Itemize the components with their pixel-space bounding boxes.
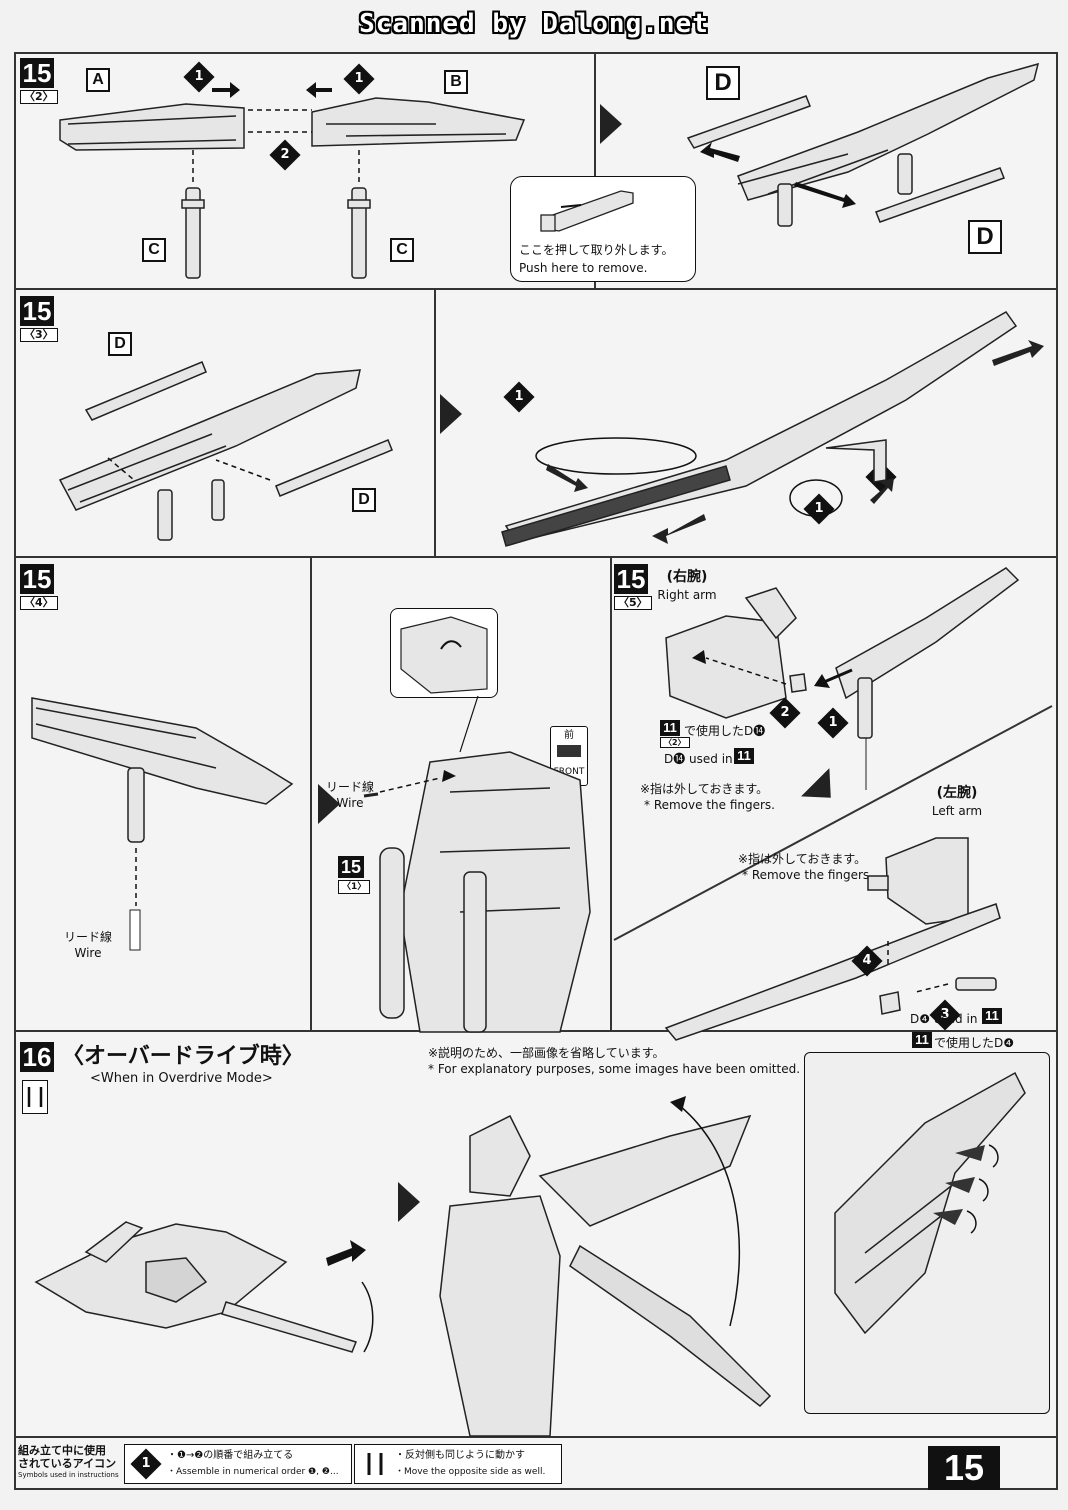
rifle-extension-illustration [501, 311, 1044, 547]
remove-fingers-jp: ※指は外しておきます。 [738, 852, 867, 866]
order-1-marker: 1 [130, 1448, 162, 1480]
panel-step-15-4-5: 15 〈4〉 リード線 Wire 前 [16, 558, 1056, 1050]
overdrive-title-en: <When in Overdrive Mode> [90, 1071, 273, 1086]
front-arrow-icon [557, 745, 581, 757]
panel-step-15-2: 15 〈2〉 A B C C 1 1 2 [16, 54, 1056, 290]
wire-label-jp: リード線 [325, 780, 374, 794]
ref-step-11-sub: 〈2〉 [660, 737, 690, 748]
legend-order: 1 ・❶→❷の順番で組み立てる ・Assemble in numerical o… [124, 1444, 352, 1484]
left-arm-illustration [664, 837, 1001, 1041]
used-d4-jp: で使用したD❹ [934, 1036, 1014, 1050]
step-sub: 〈2〉 [20, 90, 58, 104]
divider [610, 558, 612, 1032]
part-label-d: D [352, 488, 376, 512]
mecha-overdrive-illustration [439, 1096, 772, 1437]
step-number: 15 [20, 564, 54, 594]
overdrive-wing-illustration [34, 1221, 374, 1353]
wing-detail-illustration [834, 1071, 1026, 1335]
right-arm-label-en: Right arm [657, 588, 717, 602]
front-label-jp: 前 [564, 730, 574, 741]
opposite-side-symbol [27, 1087, 43, 1107]
panel-step-16: 16 〈オーバードライブ時〉 <When in Overdrive Mode> … [16, 1032, 1056, 1438]
part-label-c: C [142, 238, 166, 262]
right-arm-illustration [665, 567, 1020, 790]
divider [594, 54, 596, 290]
part-label-d: D [108, 332, 132, 356]
page-number: 15 [928, 1446, 1000, 1490]
remove-fingers-en: * Remove the fingers. [644, 798, 775, 812]
step-number: 15 [614, 564, 648, 594]
remove-fingers-jp: ※指は外しておきます。 [640, 782, 769, 796]
push-here-text-en: Push here to remove. [519, 261, 648, 275]
step-number: 15 [20, 296, 54, 326]
next-arrow [398, 1182, 420, 1222]
opposite-side-symbol [367, 1453, 383, 1475]
omitted-note-jp: ※説明のため、一部画像を省略しています。 [428, 1046, 665, 1060]
legend-order-jp: ・❶→❷の順番で組み立てる [167, 1450, 294, 1461]
panel-step-15-3: 15 〈3〉 D D 1 1 2 [16, 290, 1056, 558]
legend-title: 組み立て中に使用 されているアイコン Symbols used in instr… [18, 1444, 122, 1484]
wire-label-en: Wire [336, 796, 364, 810]
rifle-side-panels-illustration [58, 361, 393, 541]
rifle-parts-illustration [59, 82, 526, 279]
divider [434, 290, 436, 558]
divider [310, 558, 312, 1032]
legend-title-en: Symbols used in instructions [18, 1471, 119, 1479]
detail-callout [390, 608, 498, 698]
diagonal-divider [613, 705, 1053, 941]
legend-opposite: ・反対側も同じように動かす ・Move the opposite side as… [354, 1444, 562, 1484]
legend-opposite-jp: ・反対側も同じように動かす [395, 1450, 525, 1461]
symbols-legend: 組み立て中に使用 されているアイコン Symbols used in instr… [14, 1440, 562, 1484]
ref-step-11: 11 [912, 1032, 932, 1048]
mecha-body-illustration [363, 695, 591, 1033]
overdrive-title-jp: 〈オーバードライブ時〉 [62, 1044, 304, 1069]
next-arrow [440, 394, 462, 434]
step-sub: 〈5〉 [614, 596, 652, 610]
left-arm-label-jp: (左腕) [936, 785, 978, 801]
ref-step-11: 11 [734, 748, 754, 764]
scan-credit: Scanned by Dalong.net [359, 9, 709, 39]
wire-label-jp: リード線 [63, 930, 112, 944]
used-d14-en: D⓮ used in [664, 752, 733, 766]
step-sub: 〈4〉 [20, 596, 58, 610]
right-arm-label-jp: (右腕) [666, 569, 708, 585]
part-label-d: D [706, 66, 740, 100]
step-number: 15 [20, 58, 54, 88]
next-arrow [600, 104, 622, 144]
push-detail-illustration [540, 190, 634, 232]
push-here-callout: ここを押して取り外します。 Push here to remove. [510, 176, 696, 282]
rifle-assembled-illustration [686, 62, 1040, 227]
rifle-wire-illustration [31, 697, 294, 951]
legend-order-en: ・Assemble in numerical order ❶, ❷... [167, 1467, 339, 1477]
omitted-note-en: * For explanatory purposes, some images … [428, 1062, 801, 1076]
used-d14-jp: で使用したD⓮ [684, 724, 766, 738]
reference-step-sub: 〈1〉 [338, 880, 371, 894]
used-d4-en: D❹ used in [910, 1012, 978, 1026]
step-number: 16 [20, 1042, 54, 1072]
wing-detail-callout [804, 1052, 1050, 1414]
wire-label-en: Wire [74, 946, 102, 960]
part-label-d: D [968, 220, 1002, 254]
reference-step-number: 15 [338, 856, 364, 878]
part-label-b: B [444, 70, 468, 94]
legend-title-jp-1: 組み立て中に使用 [18, 1444, 106, 1457]
legend-opposite-en: ・Move the opposite side as well. [395, 1467, 546, 1477]
detail-illustration [400, 616, 488, 694]
part-label-a: A [86, 68, 110, 92]
order-4-marker: 4 [851, 945, 883, 977]
instruction-page: 15 〈2〉 A B C C 1 1 2 [14, 52, 1058, 1490]
front-label-en: FRONT [553, 767, 585, 777]
legend-title-jp-2: されているアイコン [18, 1457, 117, 1470]
opposite-side-icon [22, 1080, 48, 1114]
left-arm-label-en: Left arm [931, 804, 983, 818]
remove-fingers-en: * Remove the fingers. [742, 868, 873, 882]
ref-step-11: 11 [982, 1008, 1002, 1024]
ref-step-11: 11 [660, 720, 680, 736]
step-sub: 〈3〉 [20, 328, 58, 342]
part-label-c: C [390, 238, 414, 262]
next-arrow [318, 784, 340, 824]
push-here-text-jp: ここを押して取り外します。 [519, 243, 674, 257]
